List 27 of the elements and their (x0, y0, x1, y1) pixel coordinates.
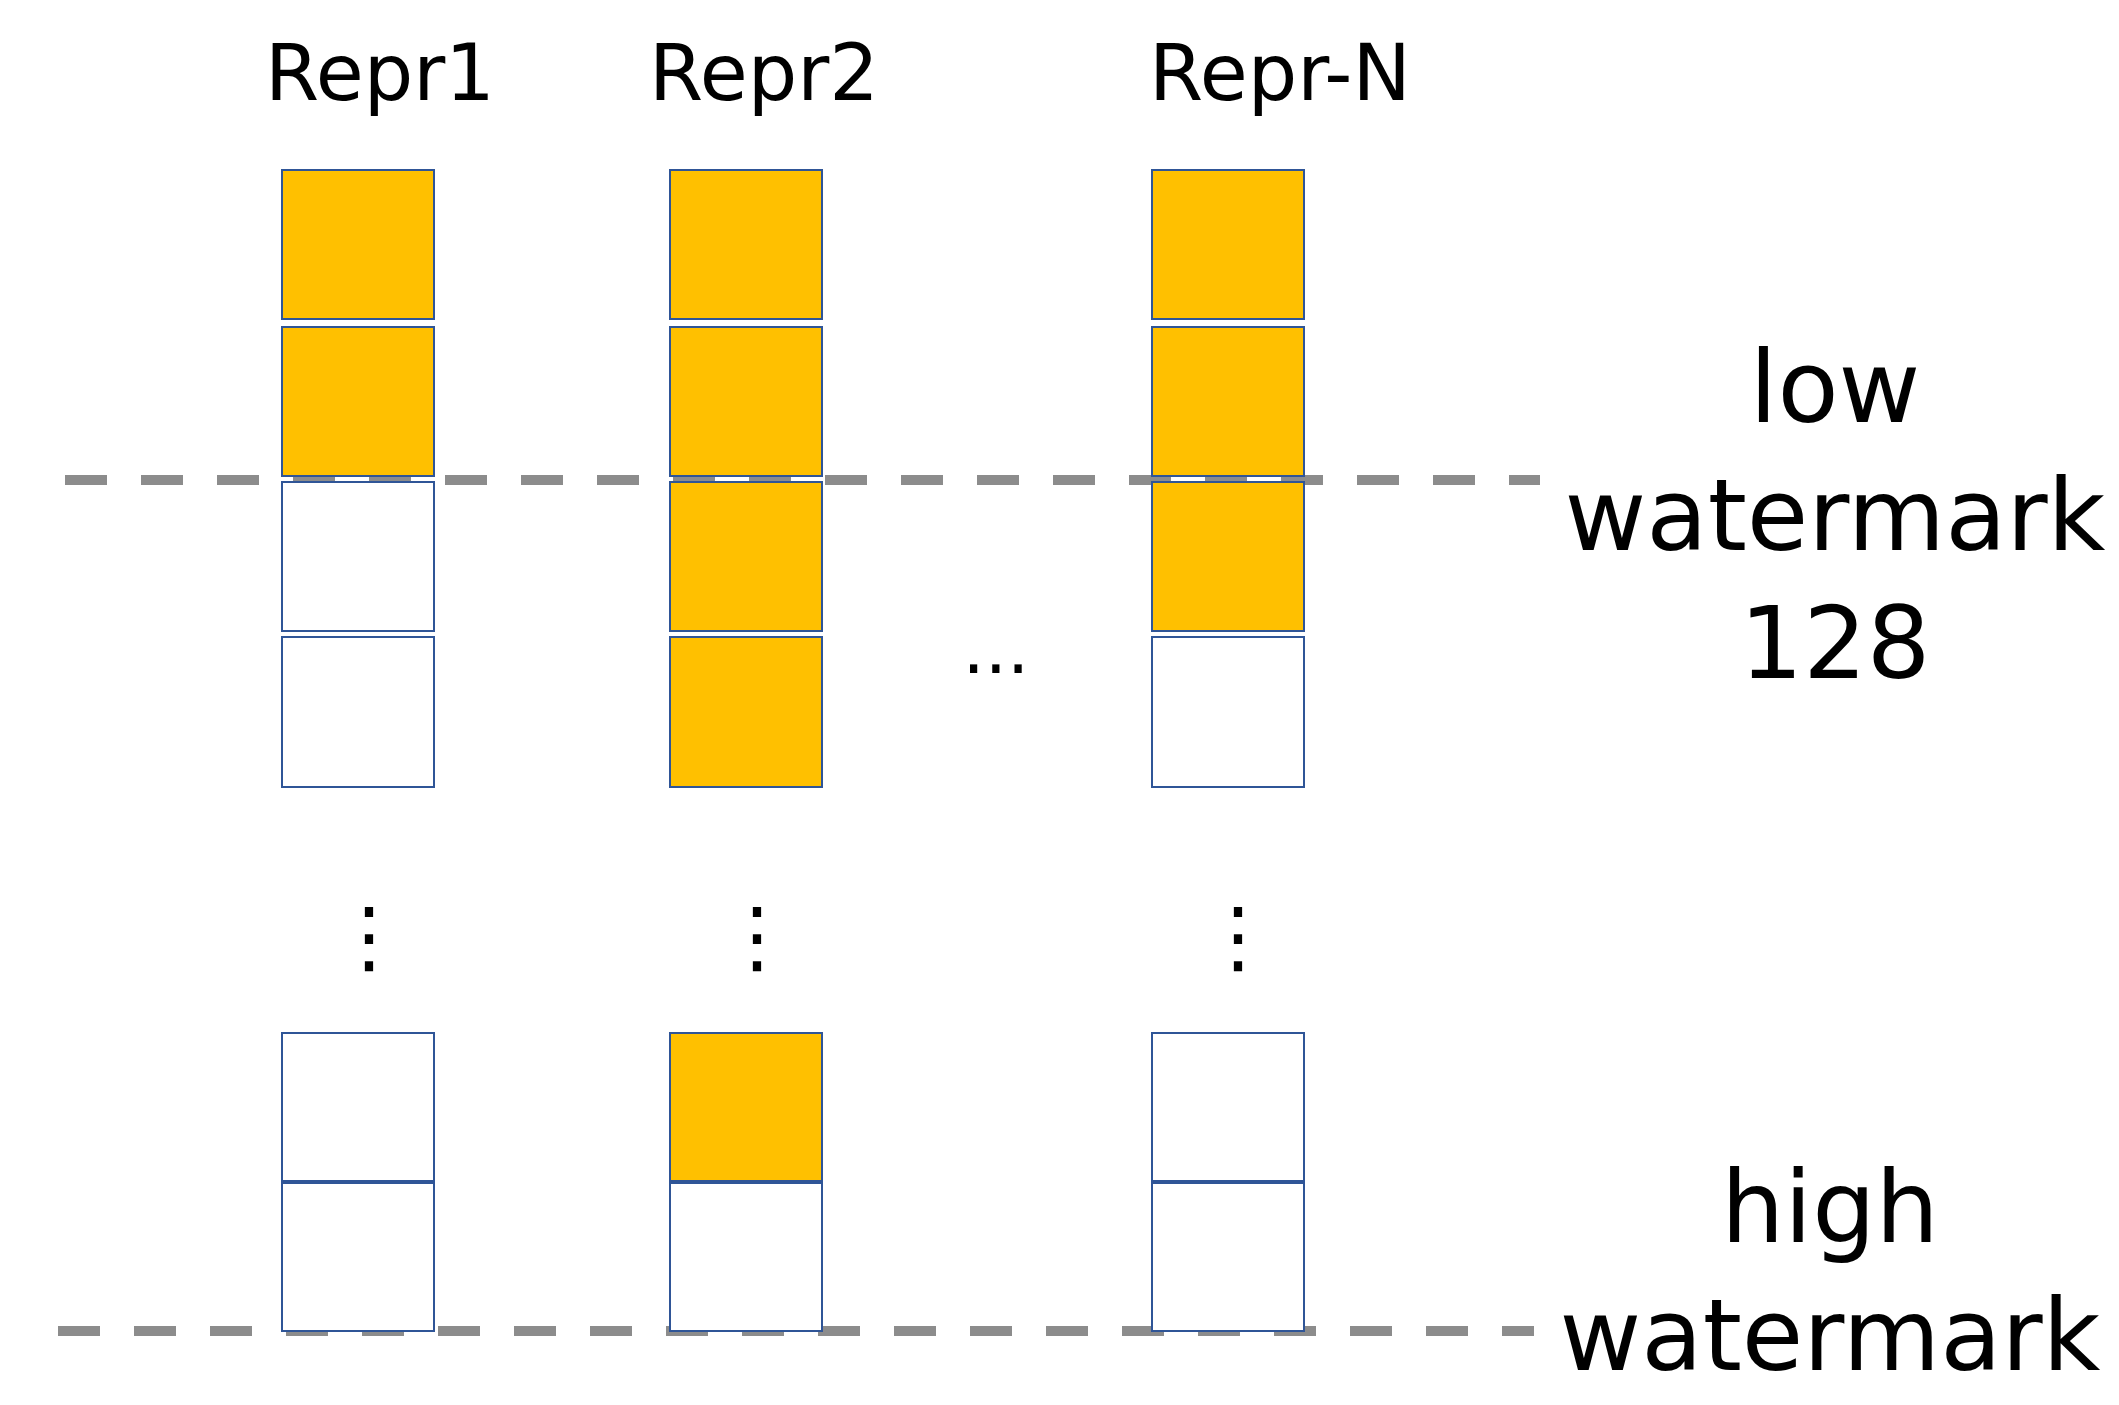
filled-slot (669, 169, 823, 320)
watermark-label: low watermark 128 (1563, 328, 2107, 704)
empty-slot (1151, 1182, 1305, 1332)
empty-slot (669, 1182, 823, 1332)
filled-slot (1151, 326, 1305, 477)
filled-slot (1151, 481, 1305, 632)
watermark-label: high watermark (1558, 1148, 2102, 1396)
filled-slot (281, 169, 435, 320)
filled-slot (1151, 169, 1305, 320)
column-header: Repr-N (1149, 27, 1411, 120)
vertical-ellipsis: ⋮ (717, 889, 797, 985)
filled-slot (669, 636, 823, 788)
empty-slot (281, 481, 435, 632)
column-header: Repr2 (649, 27, 879, 120)
ellipsis: ... (962, 607, 1030, 692)
vertical-ellipsis: ⋮ (329, 889, 409, 985)
filled-slot (281, 326, 435, 477)
column-header: Repr1 (265, 27, 495, 120)
empty-slot (281, 1032, 435, 1182)
filled-slot (669, 1032, 823, 1182)
empty-slot (1151, 636, 1305, 788)
filled-slot (669, 481, 823, 632)
empty-slot (1151, 1032, 1305, 1182)
vertical-ellipsis: ⋮ (1198, 889, 1278, 985)
empty-slot (281, 636, 435, 788)
empty-slot (281, 1182, 435, 1332)
filled-slot (669, 326, 823, 477)
